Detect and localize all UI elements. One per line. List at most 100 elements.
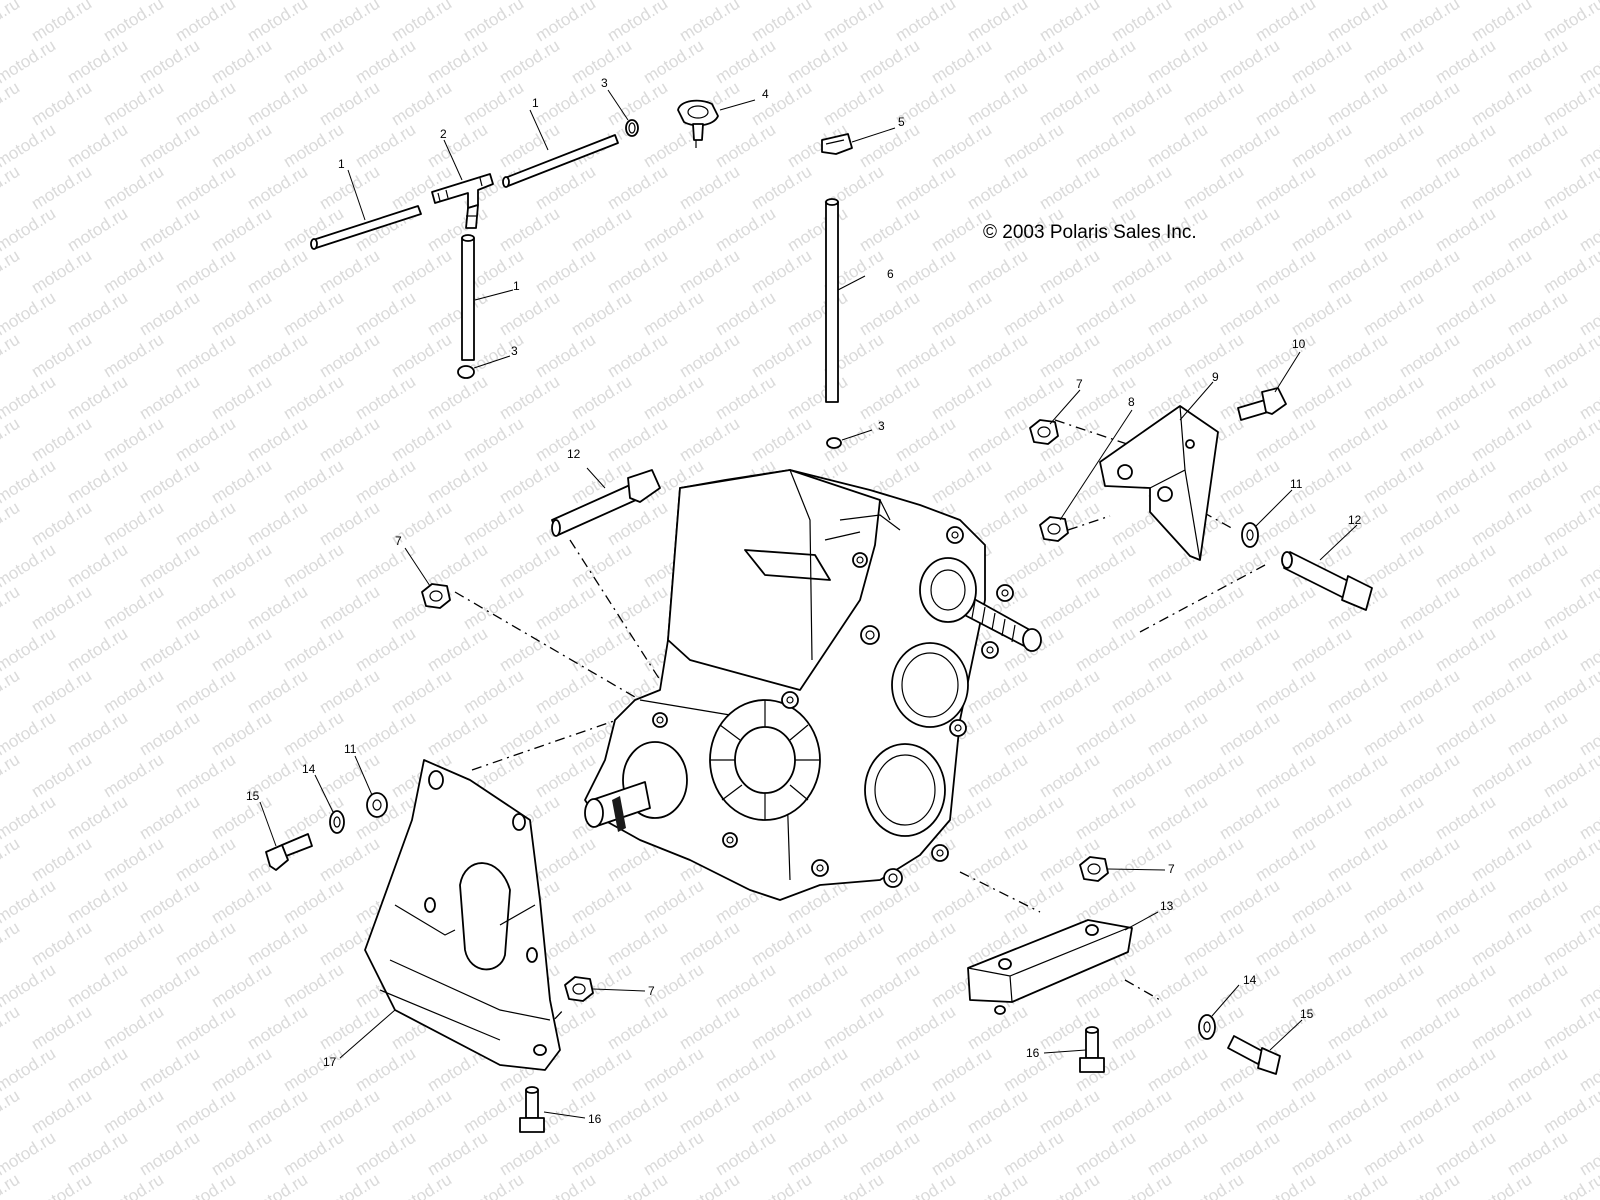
watermark-text: motod.ru: [1108, 750, 1175, 802]
hose-clip: [677, 99, 719, 148]
watermark-text: motod.ru: [136, 624, 203, 676]
watermark-text: motod.ru: [1540, 414, 1600, 466]
watermark-text: motod.ru: [928, 1128, 995, 1180]
watermark-text: motod.ru: [64, 624, 131, 676]
watermark-text: motod.ru: [712, 288, 779, 340]
watermark-text: motod.ru: [604, 162, 671, 214]
watermark-text: motod.ru: [100, 834, 167, 886]
watermark-text: motod.ru: [100, 330, 167, 382]
watermark-text: motod.ru: [1000, 1128, 1067, 1180]
watermark-text: motod.ru: [1180, 582, 1247, 634]
callout-8: 8: [1128, 395, 1135, 409]
watermark-text: motod.ru: [280, 1128, 347, 1180]
callout-16-right: 16: [1026, 1046, 1040, 1060]
watermark-text: motod.ru: [244, 1002, 311, 1054]
watermark-text: motod.ru: [100, 918, 167, 970]
watermark-text: motod.ru: [604, 582, 671, 634]
callout-4: 4: [762, 87, 769, 101]
watermark-text: motod.ru: [1396, 918, 1463, 970]
watermark-text: motod.ru: [388, 1170, 455, 1200]
callout-17: 17: [323, 1055, 337, 1069]
watermark-text: motod.ru: [424, 624, 491, 676]
watermark-text: motod.ru: [172, 330, 239, 382]
watermark-text: motod.ru: [856, 204, 923, 256]
watermark-text: motod.ru: [28, 78, 95, 130]
watermark-text: motod.ru: [1396, 414, 1463, 466]
watermark-text: motod.ru: [1468, 78, 1535, 130]
watermark-text: motod.ru: [1036, 582, 1103, 634]
watermark-text: motod.ru: [496, 204, 563, 256]
watermark-text: motod.ru: [100, 750, 167, 802]
watermark-text: motod.ru: [316, 834, 383, 886]
watermark-text: motod.ru: [1252, 414, 1319, 466]
watermark-text: motod.ru: [244, 246, 311, 298]
watermark-text: motod.ru: [1072, 540, 1139, 592]
watermark-text: motod.ru: [1288, 624, 1355, 676]
washer-11-right: [1241, 522, 1259, 548]
watermark-text: motod.ru: [280, 708, 347, 760]
watermark-text: motod.ru: [244, 78, 311, 130]
watermark-text: motod.ru: [1036, 78, 1103, 130]
watermark-text: motod.ru: [1108, 78, 1175, 130]
watermark-text: motod.ru: [1144, 1128, 1211, 1180]
watermark-text: motod.ru: [100, 1002, 167, 1054]
watermark-text: motod.ru: [1252, 1170, 1319, 1200]
watermark-text: motod.ru: [676, 1086, 743, 1138]
watermark-text: motod.ru: [1252, 834, 1319, 886]
watermark-text: motod.ru: [712, 204, 779, 256]
watermark-text: motod.ru: [1144, 1044, 1211, 1096]
watermark-text: motod.ru: [280, 624, 347, 676]
assembly-guide-lines: [454, 419, 1266, 1036]
watermark-text: motod.ru: [208, 36, 275, 88]
watermark-text: motod.ru: [280, 120, 347, 172]
watermark-text: motod.ru: [352, 288, 419, 340]
watermark-text: motod.ru: [964, 1086, 1031, 1138]
watermark-text: motod.ru: [1252, 330, 1319, 382]
watermark-text: motod.ru: [28, 0, 95, 45]
watermark-text: motod.ru: [1540, 246, 1600, 298]
watermark-text: motod.ru: [352, 120, 419, 172]
watermark-text: motod.ru: [1180, 1170, 1247, 1200]
watermark-text: motod.ru: [172, 498, 239, 550]
watermark-text: motod.ru: [388, 1086, 455, 1138]
flange-nut-left: [421, 583, 451, 609]
callout-1-left: 1: [338, 157, 345, 171]
watermark-text: motod.ru: [1108, 330, 1175, 382]
watermark-text: motod.ru: [280, 876, 347, 928]
watermark-text: motod.ru: [1108, 834, 1175, 886]
watermark-text: motod.ru: [1396, 246, 1463, 298]
watermark-text: motod.ru: [1468, 750, 1535, 802]
watermark-text: motod.ru: [964, 414, 1031, 466]
watermark-text: motod.ru: [1216, 456, 1283, 508]
watermark-text: motod.ru: [136, 288, 203, 340]
watermark-text: motod.ru: [1540, 78, 1600, 130]
watermark-text: motod.ru: [568, 372, 635, 424]
watermark-text: motod.ru: [532, 834, 599, 886]
watermark-text: motod.ru: [820, 78, 887, 130]
watermark-text: motod.ru: [496, 288, 563, 340]
lower-right-bracket: [967, 919, 1133, 1015]
watermark-text: motod.ru: [1036, 246, 1103, 298]
bolt-16-left: [519, 1086, 545, 1133]
watermark-text: motod.ru: [316, 1170, 383, 1200]
watermark-text: motod.ru: [0, 78, 23, 130]
watermark-text: motod.ru: [136, 120, 203, 172]
watermark-text: motod.ru: [1288, 876, 1355, 928]
watermark-text: motod.ru: [1324, 414, 1391, 466]
callout-3-center: 3: [878, 419, 885, 433]
watermark-text: motod.ru: [208, 540, 275, 592]
watermark-text: motod.ru: [28, 582, 95, 634]
watermark-text: motod.ru: [136, 960, 203, 1012]
watermark-text: motod.ru: [1432, 792, 1499, 844]
watermark-text: motod.ru: [460, 666, 527, 718]
watermark-text: motod.ru: [172, 582, 239, 634]
watermark-text: motod.ru: [856, 288, 923, 340]
watermark-text: motod.ru: [1252, 162, 1319, 214]
watermark-text: motod.ru: [1036, 1086, 1103, 1138]
watermark-text: motod.ru: [1180, 162, 1247, 214]
watermark-text: motod.ru: [604, 246, 671, 298]
watermark-text: motod.ru: [820, 1086, 887, 1138]
hose-guide: [821, 133, 853, 155]
watermark-text: motod.ru: [532, 582, 599, 634]
watermark-text: motod.ru: [100, 162, 167, 214]
